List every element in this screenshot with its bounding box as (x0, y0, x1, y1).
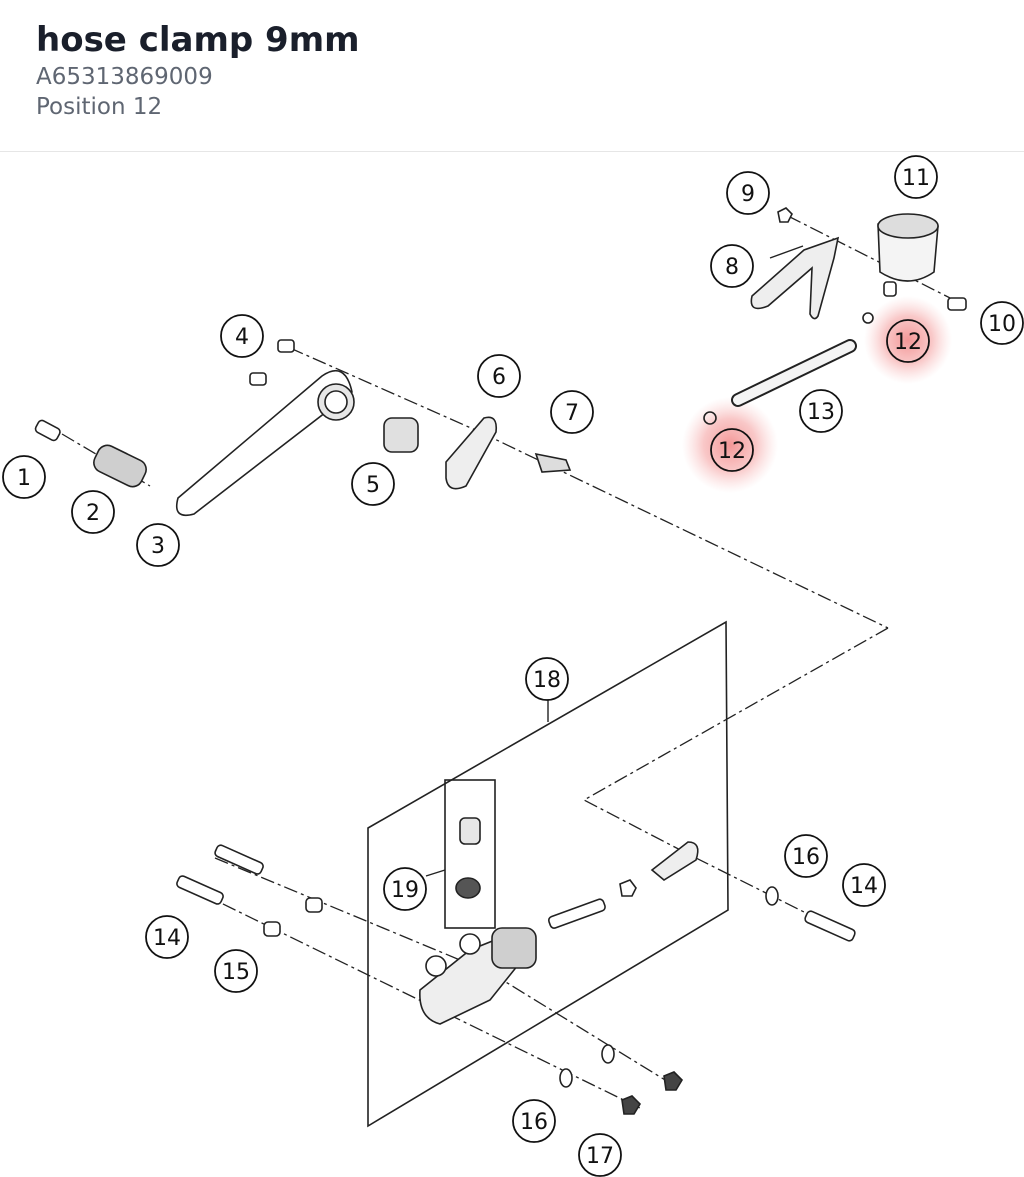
washer-part (559, 1068, 573, 1088)
screw-part (277, 339, 295, 353)
svg-text:16: 16 (792, 845, 820, 870)
highlight-glow (864, 296, 952, 384)
part-title: hose clamp 9mm (36, 20, 360, 60)
svg-text:15: 15 (222, 960, 250, 985)
svg-text:10: 10 (988, 312, 1016, 337)
callout-13[interactable]: 13 (799, 389, 843, 433)
svg-text:18: 18 (533, 668, 561, 693)
svg-text:1: 1 (17, 466, 31, 491)
exploded-parts-diagram: 1 2 3 4 5 6 7 8 9 10 11 12 12 13 14 14 1… (2, 155, 1024, 1177)
svg-text:5: 5 (366, 473, 380, 498)
callout-6[interactable]: 6 (477, 354, 521, 398)
washer-part (601, 1044, 615, 1064)
screw-part (249, 372, 267, 386)
svg-text:14: 14 (850, 874, 878, 899)
parts (34, 207, 967, 1115)
highlight-glow (682, 397, 778, 493)
leader-line (769, 245, 804, 259)
pin-part (214, 844, 264, 875)
svg-text:6: 6 (492, 365, 506, 390)
bleed-valve-part (459, 817, 481, 845)
svg-text:17: 17 (586, 1144, 614, 1169)
svg-text:16: 16 (520, 1110, 548, 1135)
svg-text:9: 9 (741, 182, 755, 207)
part-header: hose clamp 9mm A65313869009 Position 12 (0, 0, 1024, 152)
kit-inset-outline (444, 779, 496, 929)
master-cylinder-boot-part (491, 927, 537, 969)
callouts: 1 2 3 4 5 6 7 8 9 10 11 12 12 13 14 14 1… (2, 155, 1024, 1177)
lever-pivot-bore (324, 390, 348, 414)
hose-part-inner (733, 341, 855, 405)
master-cylinder-port (459, 933, 481, 955)
svg-text:12: 12 (894, 330, 922, 355)
callout-16[interactable]: 16 (512, 1099, 556, 1143)
nut-part (621, 1095, 642, 1115)
svg-text:7: 7 (565, 401, 579, 426)
pin-part (804, 910, 856, 942)
callout-10[interactable]: 10 (980, 301, 1024, 345)
svg-text:3: 3 (151, 534, 165, 559)
callout-12-highlighted[interactable]: 12 (710, 428, 754, 472)
svg-text:8: 8 (725, 255, 739, 280)
callout-4[interactable]: 4 (220, 314, 264, 358)
nut-part (777, 207, 793, 223)
hose-clamp-part (862, 312, 874, 324)
bolt-part (947, 297, 967, 311)
callout-2[interactable]: 2 (71, 490, 115, 534)
bushing-part (383, 417, 419, 453)
callout-9[interactable]: 9 (726, 171, 770, 215)
svg-text:13: 13 (807, 400, 835, 425)
clevis-part (650, 841, 699, 881)
dust-cap-part (534, 452, 572, 473)
callout-8[interactable]: 8 (710, 244, 754, 288)
kit-outline (367, 620, 729, 1128)
washer-part (765, 886, 779, 906)
svg-text:2: 2 (86, 501, 100, 526)
nut-part (619, 879, 637, 897)
pin-part (176, 875, 224, 905)
callout-1[interactable]: 1 (2, 455, 46, 499)
callout-15[interactable]: 15 (214, 949, 258, 993)
svg-text:19: 19 (391, 878, 419, 903)
master-cylinder-port (425, 955, 447, 977)
callout-16[interactable]: 16 (784, 834, 828, 878)
svg-text:4: 4 (235, 325, 249, 350)
bracket-part (445, 416, 498, 490)
reservoir-cap-part (877, 213, 939, 239)
callout-14[interactable]: 14 (842, 863, 886, 907)
nut-part (663, 1071, 684, 1091)
callout-17[interactable]: 17 (578, 1133, 622, 1177)
pushrod-part (547, 898, 606, 929)
part-position: Position 12 (36, 94, 163, 120)
hose-clamp-part (703, 411, 717, 425)
reservoir-bracket-part (750, 236, 840, 320)
callout-19[interactable]: 19 (383, 867, 427, 911)
bolt-part (34, 419, 61, 442)
svg-text:11: 11 (902, 166, 930, 191)
spacer-part (305, 897, 323, 913)
callout-7[interactable]: 7 (550, 390, 594, 434)
callout-5[interactable]: 5 (351, 462, 395, 506)
footpeg-rubber-part (93, 444, 147, 488)
svg-text:12: 12 (718, 439, 746, 464)
reservoir-outlet-part (883, 281, 897, 297)
leader-line (425, 869, 446, 877)
callout-14[interactable]: 14 (145, 915, 189, 959)
spacer-part (263, 921, 281, 937)
callout-3[interactable]: 3 (136, 523, 180, 567)
brake-lever-part (175, 369, 353, 517)
part-number: A65313869009 (36, 64, 213, 90)
seal-part (455, 877, 481, 899)
callout-18[interactable]: 18 (525, 657, 569, 701)
svg-text:14: 14 (153, 926, 181, 951)
callout-11[interactable]: 11 (894, 155, 938, 199)
callout-12-highlighted[interactable]: 12 (886, 319, 930, 363)
